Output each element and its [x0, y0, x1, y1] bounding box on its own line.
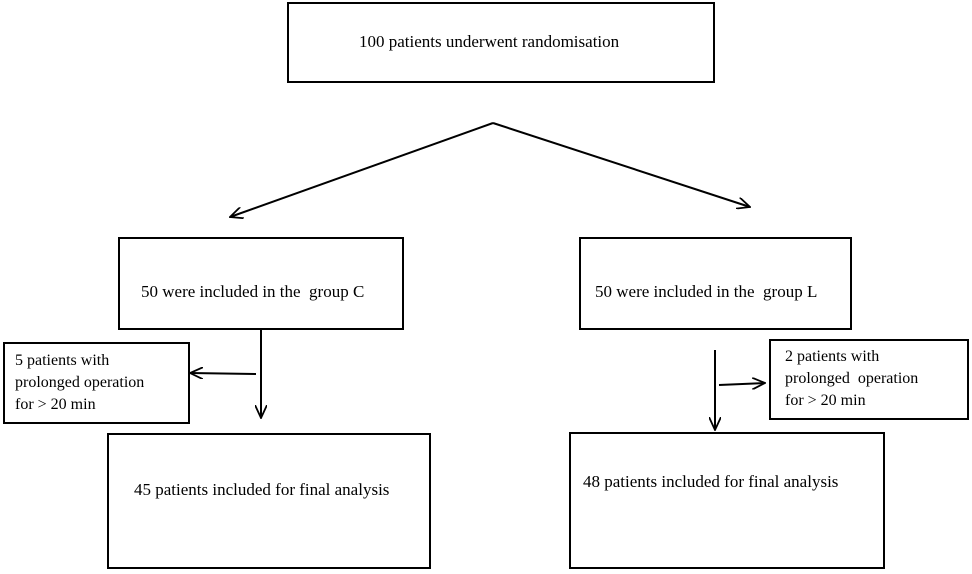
- arrow-to-group-c: [230, 122, 494, 217]
- arrow-exclusion-c: [190, 373, 257, 374]
- exclusion-l-line-1: 2 patients with: [785, 348, 880, 365]
- exclusion-l-box: 2 patients with prolonged operation for …: [769, 339, 969, 420]
- arrow-to-group-l: [492, 122, 750, 207]
- arrow-exclusion-l: [718, 383, 765, 385]
- group-c-box: 50 were included in the group C: [118, 237, 404, 330]
- group-c-text: 50 were included in the group C: [141, 282, 365, 301]
- final-analysis-c-text: 45 patients included for final analysis: [134, 480, 390, 499]
- randomisation-box: 100 patients underwent randomisation: [287, 2, 715, 83]
- randomisation-text: 100 patients underwent randomisation: [359, 32, 620, 51]
- final-analysis-l-text: 48 patients included for final analysis: [583, 472, 839, 491]
- group-l-box: 50 were included in the group L: [579, 237, 852, 330]
- exclusion-c-line-3: for > 20 min: [15, 396, 96, 413]
- exclusion-l-line-2: prolonged operation: [785, 370, 919, 387]
- exclusion-c-line-2: prolonged operation: [15, 374, 145, 391]
- group-l-text: 50 were included in the group L: [595, 282, 818, 301]
- final-analysis-l-box: 48 patients included for final analysis: [569, 432, 885, 569]
- exclusion-l-line-3: for > 20 min: [785, 392, 866, 409]
- exclusion-c-line-1: 5 patients with: [15, 352, 110, 369]
- final-analysis-c-box: 45 patients included for final analysis: [107, 433, 431, 569]
- exclusion-c-box: 5 patients with prolonged operation for …: [3, 342, 190, 424]
